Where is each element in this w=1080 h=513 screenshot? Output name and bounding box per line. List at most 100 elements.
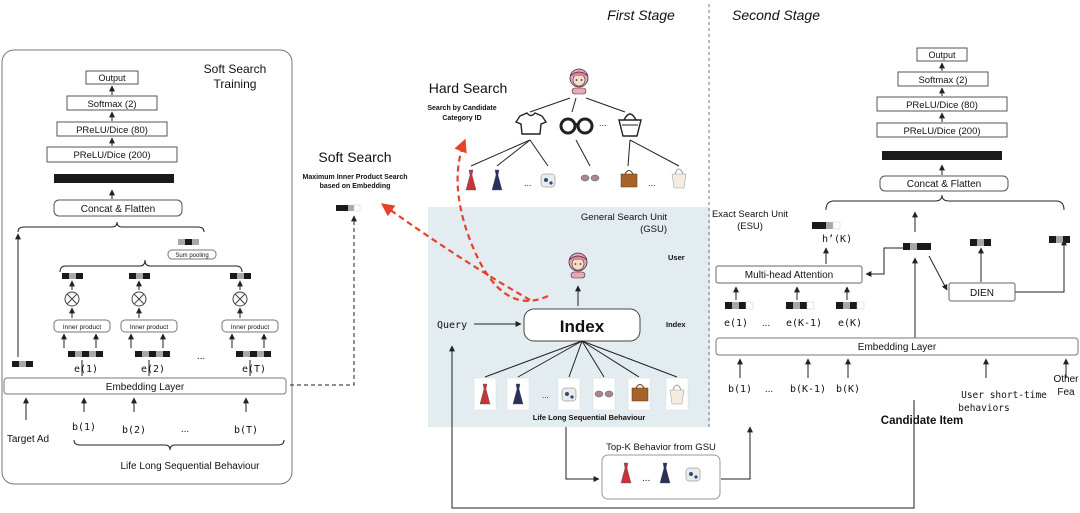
product-output-vector: [230, 273, 251, 279]
left-e-label: e(1): [74, 364, 98, 375]
right-bK: b(K): [836, 384, 860, 395]
esu-e-vector: [836, 301, 865, 310]
second-stage-heading: Second Stage: [732, 7, 820, 23]
glasses-icon: [559, 117, 594, 135]
hk-label: h’(K): [822, 234, 852, 245]
right-e-dots: ...: [762, 318, 770, 329]
soft-search-sub-1: Maximum Inner Product Search: [302, 174, 407, 181]
right-prelu200-label: PReLU/Dice (200): [903, 126, 980, 137]
user-label: User: [668, 253, 685, 262]
left-prelu200-label: PReLU/Dice (200): [73, 150, 150, 161]
right-concat-box: [879, 175, 1009, 192]
left-concat-label: Concat & Flatten: [81, 204, 155, 215]
sum-pooling-label: Sum pooling: [175, 253, 208, 259]
inner-product-label: Inner product: [63, 324, 101, 331]
topk-item-dress: [659, 462, 671, 484]
category-item-thumbnail: [671, 168, 687, 189]
topk-dots: ...: [642, 473, 650, 484]
category-item-thumbnail: [540, 173, 556, 188]
mha-box: [715, 265, 863, 284]
other-fea-vector: [1049, 236, 1070, 243]
dien-label: DIEN: [970, 288, 994, 299]
left-flatten-vector: [54, 174, 174, 183]
right-b1: b(1): [728, 384, 752, 395]
gsu-item-thumbnail: [592, 377, 616, 411]
topk-item-blouse: [685, 467, 701, 482]
target-ad-label: Target Ad: [7, 434, 49, 445]
soft-search-vector: [336, 204, 361, 212]
candidate-item-label: Candidate Item: [881, 415, 963, 427]
gsu-title-2: (GSU): [640, 224, 667, 235]
other-fea-1: Other: [1053, 374, 1079, 385]
right-output-box: [916, 47, 968, 62]
right-softmax-label: Softmax (2): [918, 75, 967, 86]
right-embedding-layer: [715, 337, 1079, 356]
right-prelu200-box: [876, 122, 1008, 138]
user-avatar-icon: [568, 252, 588, 279]
gsu-behaviour-items: ...: [473, 377, 689, 411]
soft-search-arrow: [380, 203, 531, 301]
hard-search-title: Hard Search: [429, 80, 508, 96]
right-flatten-vector: [882, 151, 1002, 160]
right-e1: e(1): [724, 318, 748, 329]
pooled-vector: [178, 239, 199, 245]
left-bT: b(T): [234, 425, 258, 436]
soft-search-title: Soft Search: [318, 149, 391, 165]
left-softmax-box: [66, 95, 158, 111]
behavior-embedding-vector: [68, 351, 103, 357]
sum-pooling-box: [167, 249, 217, 260]
index-label: Index: [560, 317, 605, 336]
query-label: Query: [437, 320, 467, 331]
inner-product-box: [120, 319, 178, 333]
topk-box: [601, 454, 721, 500]
user-short-2: behaviors: [958, 403, 1009, 414]
esu-title-1: Exact Search Unit: [712, 209, 788, 220]
gsu-item-thumbnail: [506, 377, 530, 411]
right-prelu80-label: PReLU/Dice (80): [906, 100, 978, 111]
user-avatar-top-icon: [569, 68, 589, 95]
inner-product-column: Inner product e(1): [53, 273, 111, 376]
category-item-thumbnail: [491, 169, 503, 191]
gsu-life-long-label: Life Long Sequential Behaviour: [533, 413, 646, 422]
soft-search-sub-2: based on Embedding: [320, 183, 391, 190]
topk-item-dress: [620, 462, 632, 484]
left-output-box: [85, 70, 139, 85]
left-b1: b(1): [72, 422, 96, 433]
topk-items: [620, 462, 701, 484]
target-ad-vector: [12, 361, 33, 367]
dien-output-vector: [970, 239, 991, 246]
right-b-dots: ...: [765, 384, 773, 395]
right-softmax-box: [897, 71, 989, 87]
inner-product-box: [221, 319, 279, 333]
category-icons: [514, 112, 642, 137]
right-eK1: e(K-1): [786, 318, 822, 329]
left-target-vector: [12, 361, 33, 367]
inner-product-box: [53, 319, 111, 333]
left-flatten-vector: [54, 174, 174, 183]
right-prelu80-box: [876, 96, 1008, 112]
hard-search-sub-1: Search by Candidate: [427, 105, 496, 112]
esu-e-vector: [786, 301, 815, 310]
dien-box: [948, 282, 1016, 302]
category-dots: ...: [599, 118, 607, 128]
left-embedding-label: Embedding Layer: [106, 382, 185, 393]
esu-e-vector: [725, 301, 754, 310]
other-fea-2: Fea: [1057, 387, 1075, 398]
left-e-label: e(T): [242, 364, 266, 375]
inner-product-label: Inner product: [231, 324, 269, 331]
left-prelu200-box: [46, 146, 178, 163]
soft-search-training-title-2: Training: [214, 77, 257, 91]
topk-label: Top-K Behavior from GSU: [606, 442, 716, 453]
esu-title-2: (ESU): [737, 221, 763, 232]
left-concat-box: [53, 199, 183, 217]
left-softmax-label: Softmax (2): [87, 99, 136, 110]
right-output-label: Output: [928, 50, 956, 60]
category-item-thumbnail: [465, 169, 477, 191]
right-concat-label: Concat & Flatten: [907, 179, 981, 190]
left-e-label: e(2): [141, 364, 165, 375]
category-item-thumbnail: [620, 170, 638, 188]
left-embedding-layer: [3, 377, 287, 395]
product-output-vector: [129, 273, 150, 279]
index-side-label: Index: [666, 320, 686, 329]
